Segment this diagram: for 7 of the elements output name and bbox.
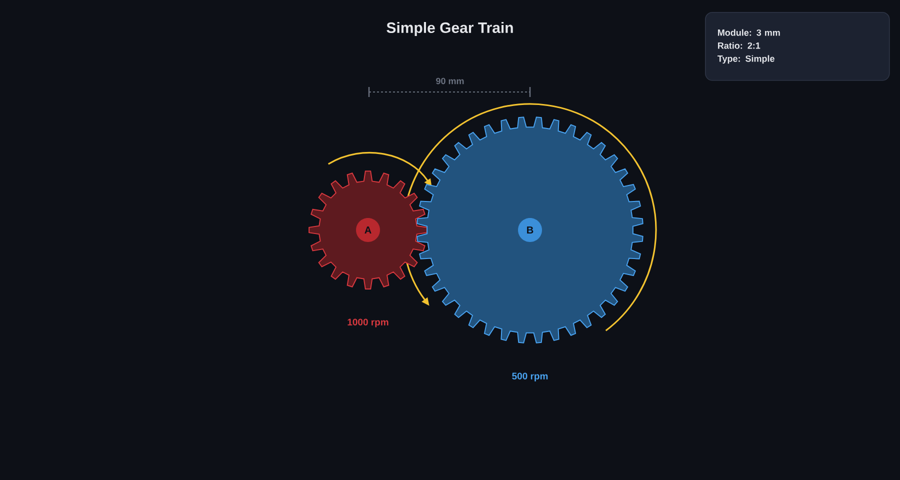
gear: A [308, 170, 428, 290]
info-panel: Module: 3 mm Ratio: 2:1 Type: Simple [705, 12, 890, 81]
dimension-label: 90 mm [436, 78, 464, 84]
gear: B [416, 116, 644, 344]
speed-label: 1000 rpm [348, 318, 388, 328]
speed-label: 500 rpm [512, 372, 548, 382]
title: Simple Gear Train [386, 22, 513, 36]
